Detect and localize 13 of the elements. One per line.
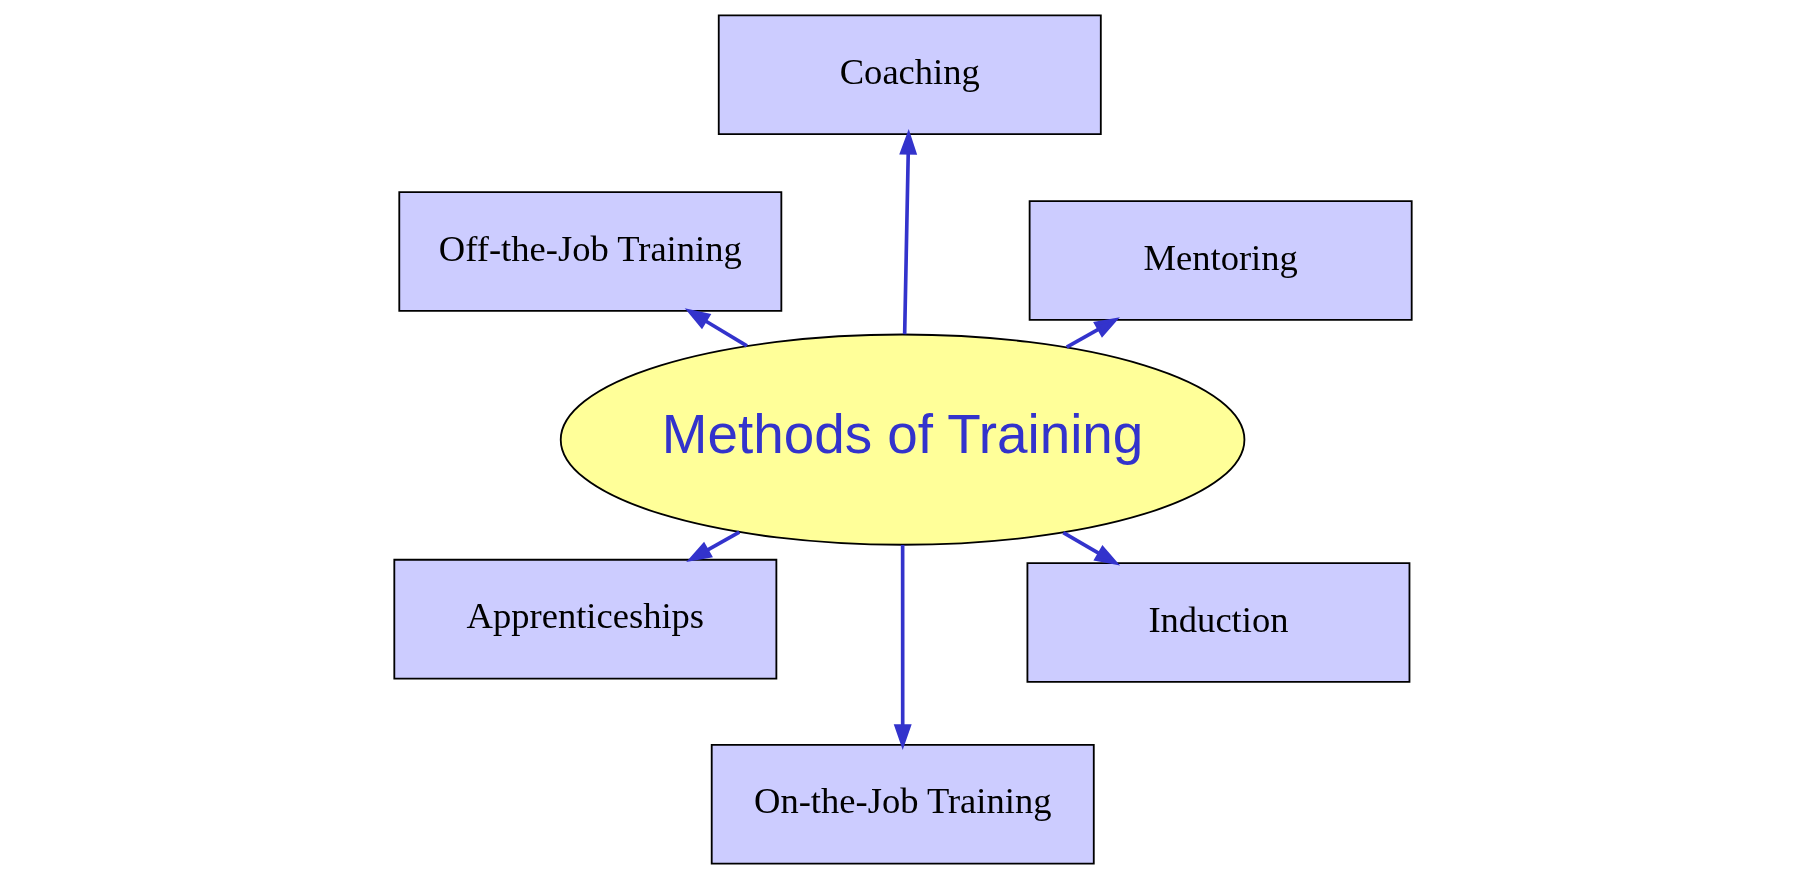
node-box: Induction: [1026, 562, 1411, 683]
arrow: [893, 545, 912, 750]
arrow: [686, 530, 741, 563]
arrow: [899, 129, 918, 335]
node-box: Mentoring: [1028, 200, 1413, 321]
arrow: [1065, 317, 1120, 349]
node-box: On-the-Job Training: [710, 743, 1095, 865]
node-box: Off-the-Job Training: [398, 191, 783, 312]
node-box: Coaching: [717, 14, 1102, 136]
arrow: [684, 308, 748, 348]
arrow: [1062, 531, 1121, 566]
node-ellipse: Methods of Training: [559, 333, 1246, 546]
node-box: Apprenticeships: [393, 558, 778, 680]
